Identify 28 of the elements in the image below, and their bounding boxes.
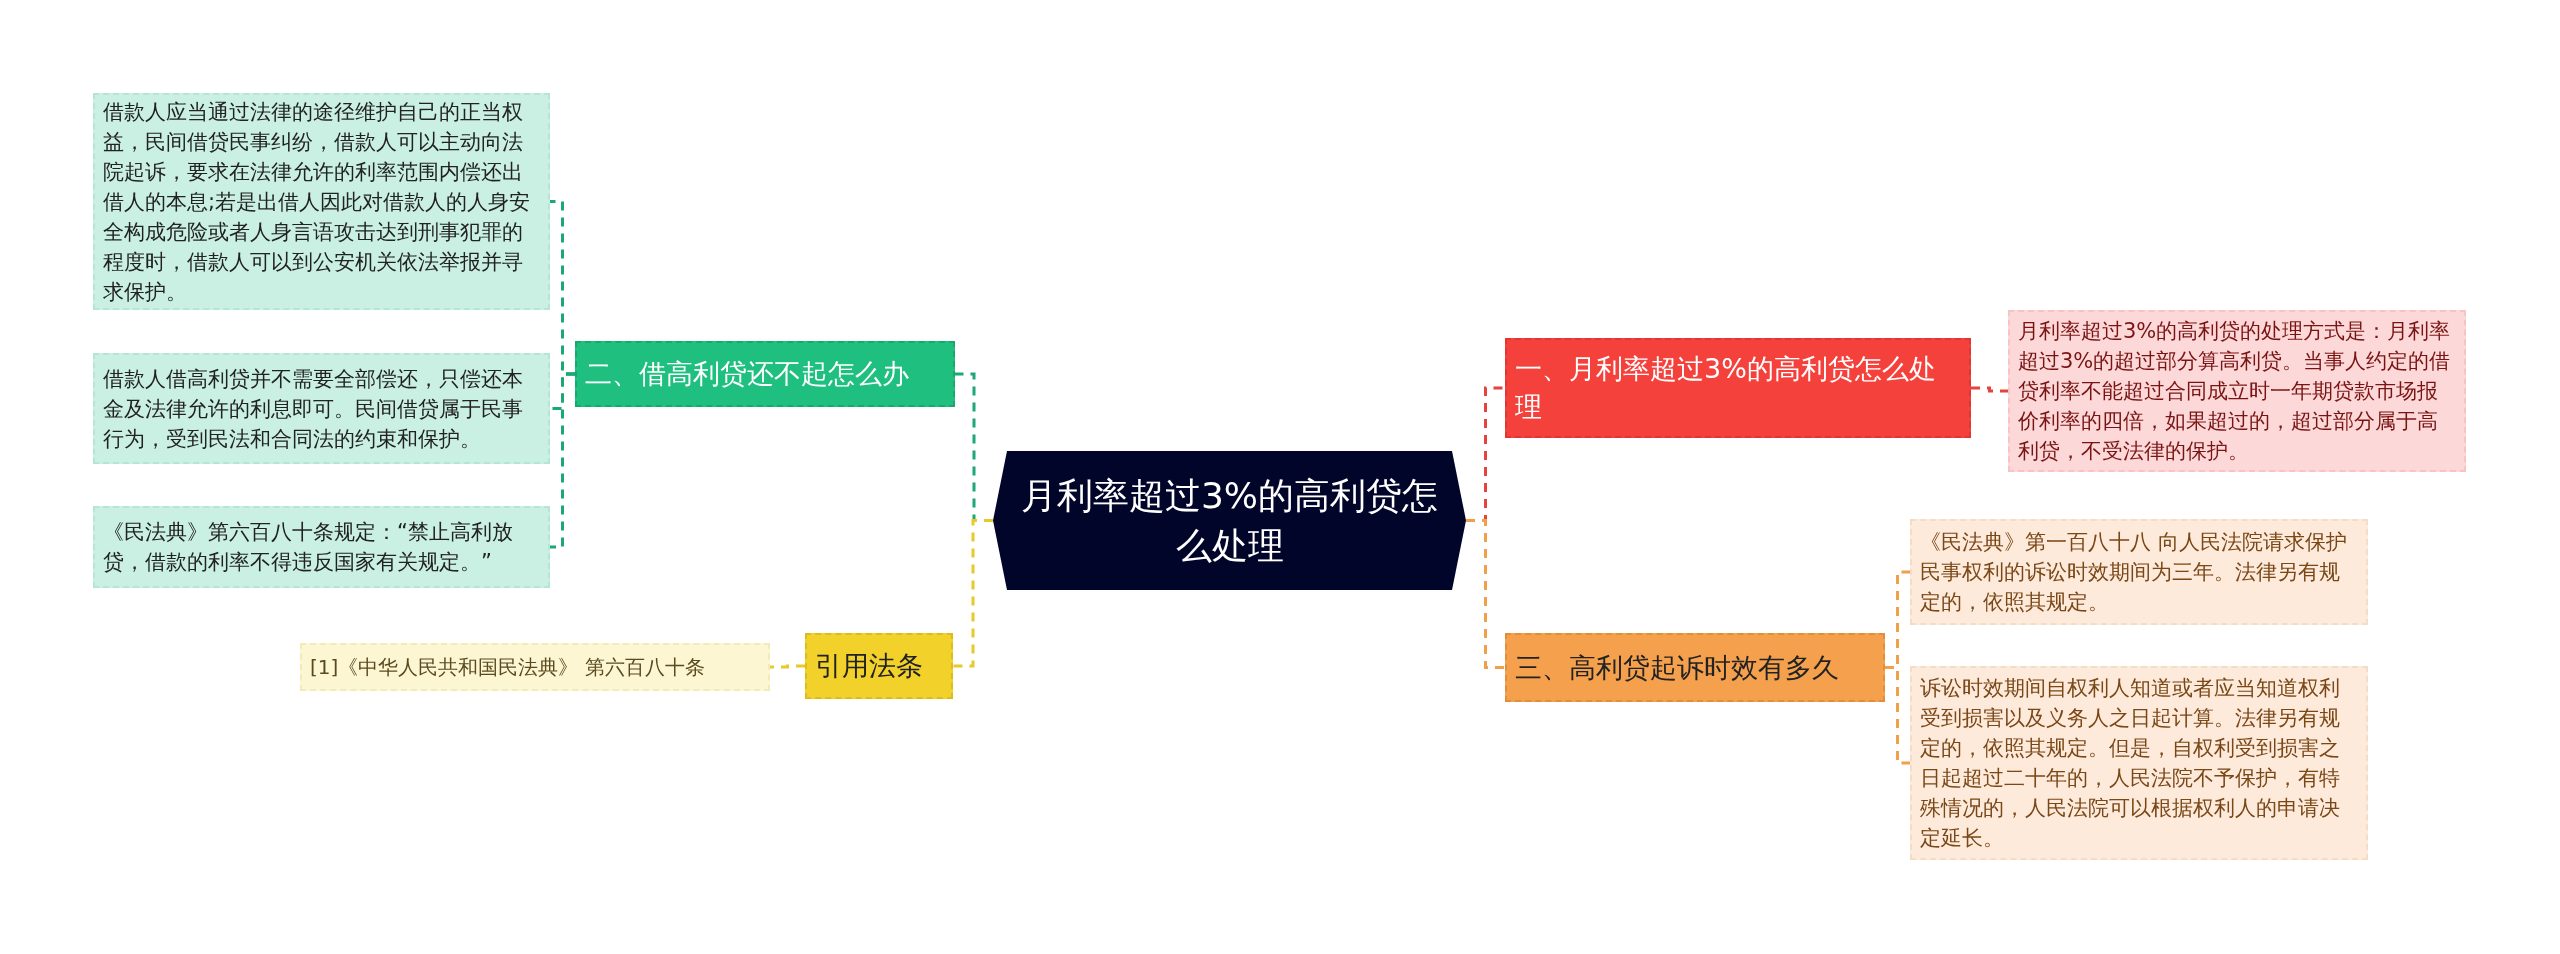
note-text: 《民法典》第一百八十八 向人民法院请求保护民事权利的诉讼时效期间为三年。法律另有规定的，依照其规定。 — [1920, 529, 2348, 616]
note-text: 月利率超过3%的高利贷的处理方式是：月利率超过3%的超过部分算高利贷。当事人约定的借贷利率不能超过合同成立时一年期贷款市场报价利率的四倍，如果超过的，超过部分属于高利贷，不受法律的保护。 — [2018, 318, 2452, 465]
reference-box — [300, 643, 770, 691]
note-box — [93, 353, 550, 464]
branch-title: 一、月利率超过3%的高利贷怎么处理 — [1515, 352, 1937, 424]
connector — [770, 664, 805, 669]
branch-box — [1505, 338, 1971, 438]
connector — [550, 372, 575, 549]
note-text: 借款人借高利贷并不需要全部偿还，只偿还本金及法律允许的利息即可。民间借贷属于民事行为，受到民法和合同法的约束和保护。 — [103, 365, 524, 453]
note-box — [93, 506, 550, 588]
note-text: [1]《中华人民共和国民法典》 第六百八十条 — [310, 654, 705, 681]
branch-box — [575, 341, 955, 407]
connector — [1971, 386, 2008, 393]
note-text: 《民法典》第六百八十条规定：“禁止高利放贷，借款的利率不得违反国家有关规定。” — [103, 519, 514, 576]
topic-hexagon — [993, 451, 1466, 590]
note-box — [1910, 666, 2368, 860]
branch-title: 二、借高利贷还不起怎么办 — [585, 357, 909, 391]
topic-title: 月利率超过3%的高利贷怎么处理 — [1019, 473, 1440, 568]
branch-title: 引用法条 — [815, 649, 923, 683]
connector — [1466, 519, 1505, 669]
branch-title: 三、高利贷起诉时效有多久 — [1515, 650, 1839, 685]
branch-box — [1505, 633, 1885, 702]
note-text: 借款人应当通过法律的途径维护自己的正当权益，民间借贷民事纠纷，借款人可以主动向法院起诉，要求在法律允许的利率范围内偿还出借人的本息;若是出借人因此对借款人的人身安全构成危险或者人身言语攻击达到刑事犯罪的程度时，借款人可以到公安机关依法举报并寻求保护。 — [103, 98, 532, 306]
connector — [1885, 666, 1910, 765]
connector — [953, 519, 993, 668]
note-box — [1910, 519, 2368, 625]
branch-box — [805, 633, 953, 699]
note-text: 诉讼时效期间自权利人知道或者应当知道权利受到损害以及义务人之日起计算。法律另有规定的，依照其规定。但是，自权利受到损害之日起超过二十年的，人民法院不予保护，有特殊情况的，人民法院可以根据权利人的申请决定延长。 — [1920, 675, 2341, 852]
